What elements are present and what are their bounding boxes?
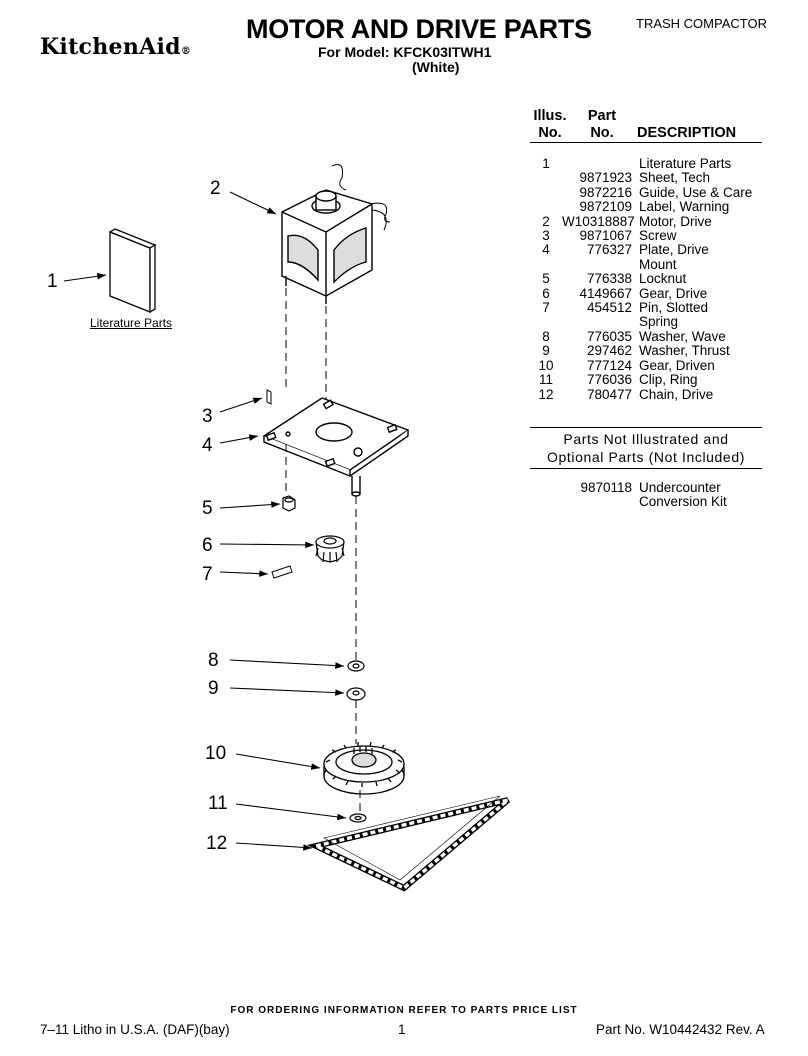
driven-gear — [323, 741, 405, 795]
header-rule — [530, 142, 762, 143]
literature-parts-label: Literature Parts — [90, 316, 173, 330]
printing-info: 7–11 Litho in U.S.A. (DAF)(bay) — [40, 1022, 230, 1037]
not-included-title-line1: Parts Not Illustrated and — [563, 431, 729, 447]
not-included-top-rule — [530, 427, 762, 428]
callout-11: 11 — [208, 793, 228, 814]
model-line: For Model: KFCK03ITWH1 — [318, 44, 492, 60]
slotted-pin — [271, 565, 293, 579]
callout-12: 12 — [206, 833, 227, 854]
document-part-number: Part No. W10442432 Rev. A — [596, 1022, 765, 1037]
header-illus-no: Illus. No. — [530, 108, 570, 142]
header-illus-top: Illus. — [533, 108, 567, 124]
ordering-note: FOR ORDERING INFORMATION REFER TO PARTS … — [230, 1005, 578, 1016]
not-included-bottom-rule — [530, 468, 762, 469]
not-included-title: Parts Not Illustrated and Optional Parts… — [530, 430, 762, 466]
page-title: MOTOR AND DRIVE PARTS — [246, 14, 592, 44]
table-row: Mount — [639, 256, 677, 272]
callout-7: 7 — [202, 564, 213, 585]
screw — [266, 389, 272, 405]
brand-name: KitchenAid — [40, 34, 181, 60]
header-illus-bottom: No. — [538, 125, 562, 141]
callout-9: 9 — [208, 678, 219, 699]
callout-6: 6 — [202, 535, 213, 556]
thrust-washer — [346, 687, 366, 701]
literature-booklet — [108, 228, 157, 314]
callout-5: 5 — [202, 498, 213, 519]
locknut — [282, 495, 296, 512]
callout-2: 2 — [210, 178, 221, 199]
table-row: Conversion Kit — [639, 494, 727, 510]
callout-numbers: 1 2 3 4 5 6 7 8 9 10 11 12 — [47, 178, 228, 854]
registered-mark: ® — [180, 46, 192, 57]
header-part-top: Part — [587, 108, 617, 124]
brand-logo: KitchenAid® — [40, 34, 191, 60]
product-name: TRASH COMPACTOR — [636, 16, 767, 31]
header-part-bottom: No. — [590, 125, 614, 141]
wave-washer — [347, 660, 365, 672]
callout-leaders — [63, 191, 347, 851]
table-row: Spring — [639, 314, 679, 330]
callout-4: 4 — [202, 435, 213, 456]
drive-chain — [307, 795, 510, 892]
callout-1: 1 — [47, 271, 58, 292]
exploded-diagram: 1 2 3 4 5 6 7 8 9 10 11 12 — [47, 164, 510, 892]
header-description: DESCRIPTION — [637, 125, 737, 141]
drive-gear — [315, 535, 345, 563]
page-number: 1 — [398, 1022, 406, 1037]
assembly-lines — [285, 288, 361, 812]
color-line: (White) — [412, 59, 460, 75]
callout-8: 8 — [208, 650, 219, 671]
ring-clip — [349, 813, 367, 823]
header-part-no: Part No. — [582, 108, 622, 142]
motor-drive — [281, 164, 391, 304]
callout-10: 10 — [205, 743, 226, 764]
not-included-title-line2: Optional Parts (Not Included) — [547, 449, 745, 465]
callout-3: 3 — [202, 406, 213, 427]
